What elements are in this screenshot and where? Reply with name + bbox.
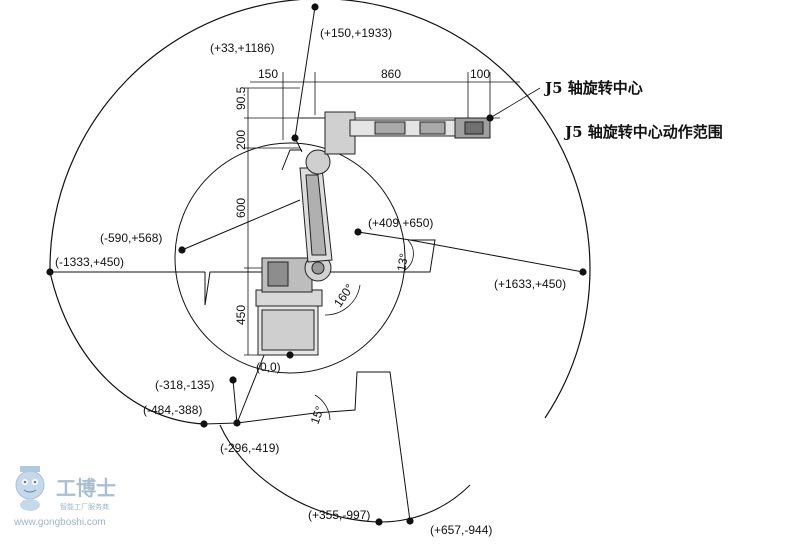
j5-range-label: J5 轴旋转中心动作范围 bbox=[563, 123, 723, 141]
point-label-8: (-318,-135) bbox=[155, 378, 214, 392]
inner-range-circle bbox=[174, 142, 406, 374]
point-label-3: (-590,+568) bbox=[100, 231, 162, 245]
lower-range-arc bbox=[219, 424, 471, 523]
outer-range-arc-lower bbox=[49, 271, 205, 425]
robot-drawing bbox=[255, 111, 491, 356]
point-label-12: (+657,-944) bbox=[430, 523, 492, 537]
point-label-6: (+1633,+450) bbox=[494, 277, 566, 291]
point-label-4: (-1333,+450) bbox=[55, 255, 124, 269]
point-label-9: (-484,-388) bbox=[143, 403, 202, 417]
point-label-10: (-296,-419) bbox=[220, 441, 279, 455]
mascot-icon bbox=[15, 466, 45, 511]
dim-label-450: 450 bbox=[234, 305, 248, 325]
envelope-lines bbox=[50, 6, 584, 522]
key-points bbox=[46, 3, 587, 526]
outer-range-arc bbox=[49, 0, 591, 419]
dim-label-600: 600 bbox=[234, 198, 248, 218]
point-label-1: (+150,+1933) bbox=[320, 26, 392, 40]
point-label-7: (0,0) bbox=[256, 360, 281, 374]
point-label-2: (+33,+1186) bbox=[210, 41, 275, 55]
watermark-tagline: 智能工厂服务商 bbox=[60, 502, 109, 511]
angle-label-160: 160° bbox=[331, 281, 357, 310]
angle-label-15: 15° bbox=[308, 404, 327, 426]
point-label-11: (+355,-997) bbox=[308, 508, 370, 522]
point-label-5: (+409,+650) bbox=[368, 216, 433, 230]
angle-arcs bbox=[314, 239, 414, 421]
angle-label-13: 13° bbox=[394, 252, 411, 272]
watermark-logo: 工博士 智能工厂服务商 www.gongboshi.com bbox=[13, 466, 116, 528]
j5-center-label: J5 轴旋转中心 bbox=[543, 79, 643, 97]
dim-label-100: 100 bbox=[470, 67, 490, 81]
dim-label-860: 860 bbox=[381, 67, 401, 81]
dim-label-90-5: 90.5 bbox=[234, 86, 248, 110]
watermark-brand: 工博士 bbox=[56, 476, 116, 500]
dim-label-200: 200 bbox=[234, 130, 248, 150]
watermark-url: www.gongboshi.com bbox=[13, 517, 106, 528]
dim-label-150: 150 bbox=[258, 67, 278, 81]
